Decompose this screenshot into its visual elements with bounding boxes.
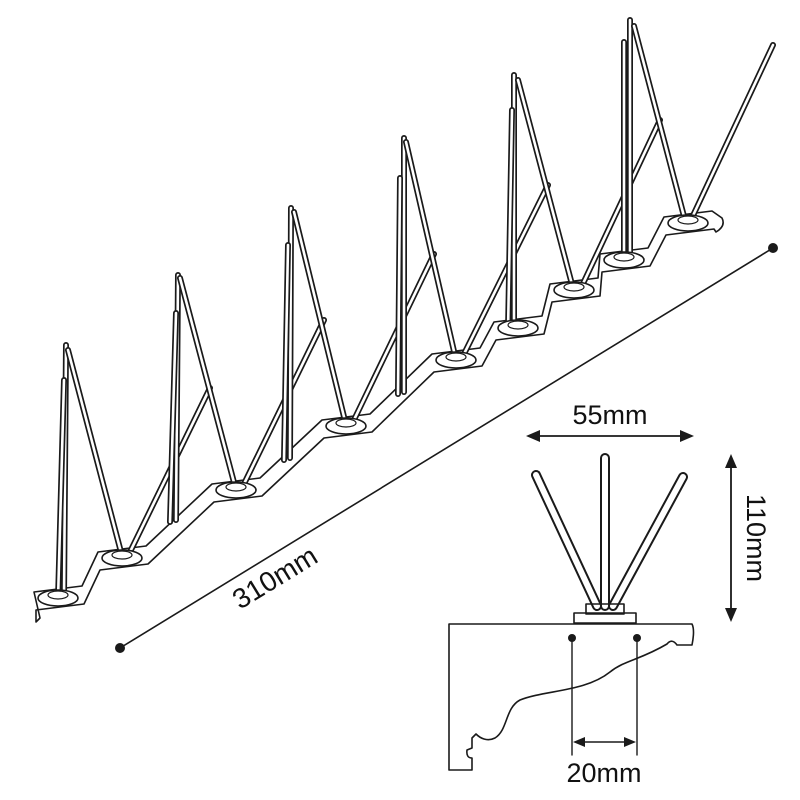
strip-base-plate <box>33 210 724 623</box>
height-arrow-top <box>725 454 737 468</box>
cross-section-detail: 55mm 110mm <box>448 400 771 788</box>
spike-hub-3 <box>215 481 257 499</box>
spike-hub-inner-9 <box>677 215 699 225</box>
spike-hub-inner-3 <box>225 482 247 492</box>
spike-3-fill <box>66 348 124 558</box>
spike-hub-inner-5 <box>445 352 467 362</box>
base-dimension: 20mm <box>566 737 642 788</box>
base-arrow-left <box>573 737 585 747</box>
ledge-profile <box>448 623 695 771</box>
spike-hub-4 <box>325 417 367 435</box>
spike-20-fill <box>578 118 662 292</box>
spike-6-fill <box>168 311 178 524</box>
spike-7-fill <box>178 276 238 492</box>
spike-strip <box>33 17 776 623</box>
spike-16-fill <box>460 183 550 360</box>
spike-hub-9 <box>667 214 709 232</box>
cross-section-base <box>573 603 637 624</box>
spike-hub-inner-6 <box>507 320 529 330</box>
spike-2-fill <box>56 378 66 602</box>
spike-14-fill <box>396 176 402 396</box>
spike-hub-7 <box>553 281 595 299</box>
spike-10-fill <box>282 243 290 462</box>
length-dimension-end-dot <box>768 243 778 253</box>
spike-hub-inner-4 <box>335 418 357 428</box>
spike-hub-2 <box>101 549 143 567</box>
base-arrow-right <box>624 737 636 747</box>
length-label: 310mm <box>227 540 323 615</box>
cross-section-spikes <box>531 453 688 611</box>
spike-hub-1 <box>37 589 79 607</box>
spike-hub-inner-7 <box>563 282 585 292</box>
spike-15-fill <box>404 140 458 362</box>
spike-hub-5 <box>435 351 477 369</box>
base-label: 20mm <box>566 758 641 788</box>
length-dimension-start-dot <box>115 643 125 653</box>
spike-19-fill <box>516 78 576 294</box>
spike-23-fill <box>632 24 688 226</box>
width-dimension: 55mm <box>526 400 694 442</box>
spike-11-fill <box>292 210 348 427</box>
height-dimension: 110mm <box>725 454 771 622</box>
width-arrow-left <box>526 430 540 442</box>
height-label: 110mm <box>741 494 771 582</box>
width-arrow-right <box>680 430 694 442</box>
spike-24-fill <box>688 43 775 224</box>
spike-hub-inner-2 <box>111 550 133 560</box>
spike-12-fill <box>350 252 436 426</box>
width-label: 55mm <box>572 400 647 430</box>
spike-hub-6 <box>497 319 539 337</box>
height-arrow-bottom <box>725 608 737 622</box>
mount-points <box>568 634 641 756</box>
spike-hub-inner-8 <box>613 252 635 262</box>
spike-hub-inner-1 <box>47 590 69 600</box>
length-dimension: 310mm <box>115 243 778 653</box>
spike-hub-8 <box>603 251 645 269</box>
spike-18-fill <box>506 108 514 334</box>
